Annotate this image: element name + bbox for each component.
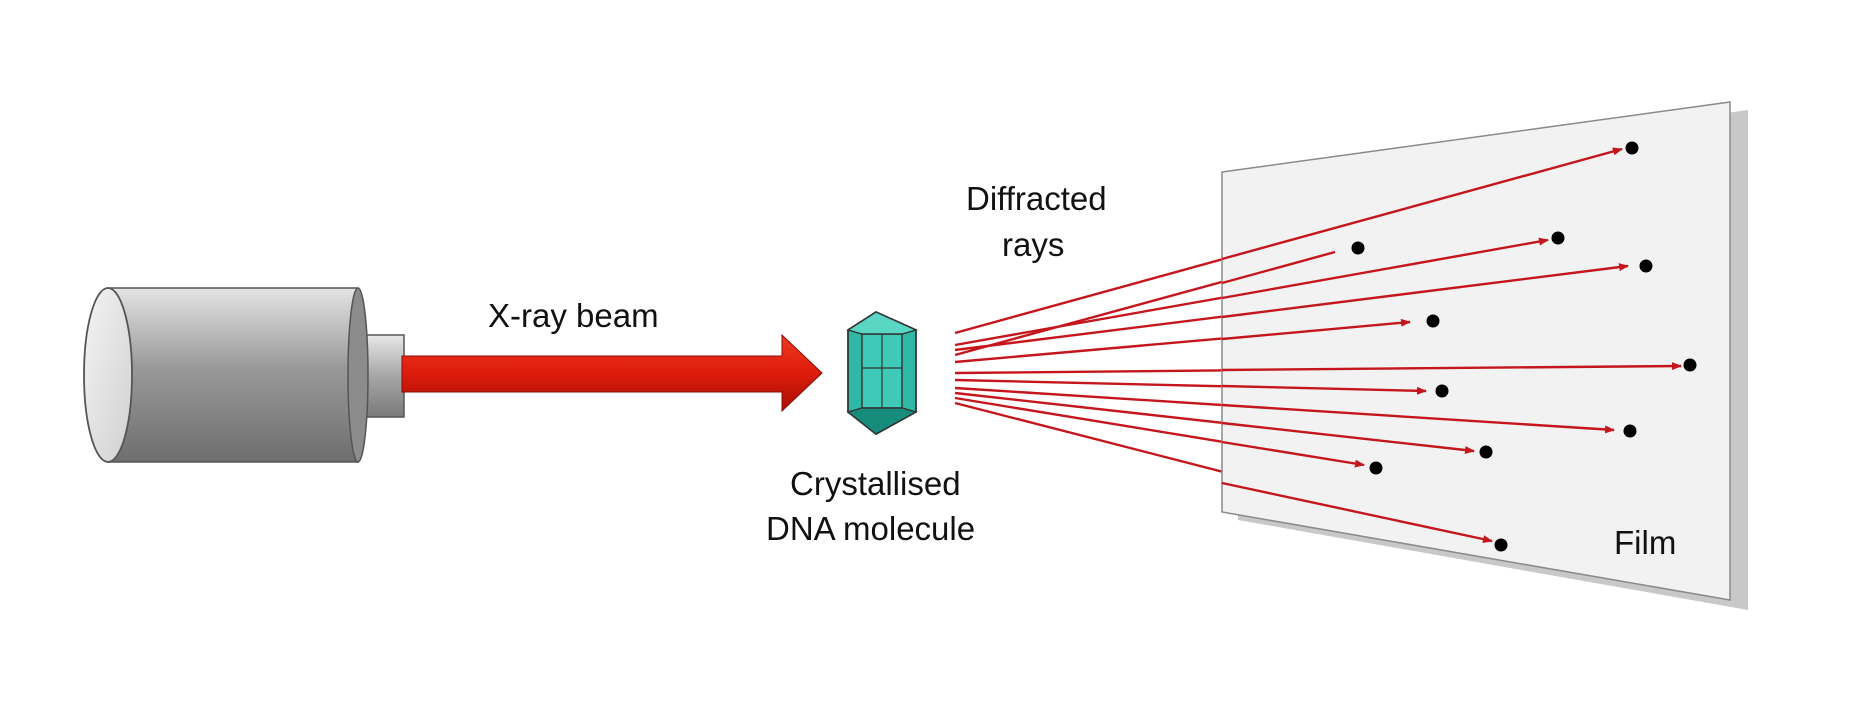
diffraction-spot [1479,445,1493,459]
crystal-label-line2: DNA molecule [766,510,975,547]
diffraction-spot [1426,314,1440,328]
diffraction-spot [1625,141,1639,155]
diffracted-label-line1: Diffracted [966,180,1107,217]
beam-label: X-ray beam [488,297,659,334]
ray-on-film [1221,250,1336,285]
crystal-bottom-facet [846,407,918,435]
ray-on-film [1221,481,1493,544]
crystal-label-line1: Crystallised [790,465,961,502]
ray-on-film [1221,403,1615,434]
xray-beam-arrow [401,333,823,413]
ray-on-film [1221,421,1475,454]
diffracted-label-line2: rays [1002,226,1064,263]
diffraction-spot [1435,384,1449,398]
film-plate [1221,101,1748,610]
tube-body-end [347,287,369,463]
rays-on-film [1221,147,1682,544]
tube-body [107,287,359,463]
ray-on-film [1221,263,1629,319]
ray-on-film [1221,318,1411,341]
beam-shape [401,333,823,413]
ray-on-film [1221,147,1623,261]
diffraction-spots [1351,141,1697,552]
ray-on-film [1221,362,1682,372]
ray-on-film [1221,237,1549,300]
crystal-top-facet [846,311,919,335]
diffraction-spot [1639,259,1653,273]
ray-on-film [1221,384,1427,395]
diffraction-spot [1683,358,1697,372]
film-sheet [1221,101,1731,601]
diffraction-spot [1351,241,1365,255]
diffraction-spot [1369,461,1383,475]
xray-tube [83,287,405,463]
film-label: Film [1614,524,1676,561]
ray-on-film [1221,440,1365,468]
diffraction-spot [1551,231,1565,245]
tube-face [83,287,133,463]
diffraction-spot [1494,538,1508,552]
diffraction-spot [1623,424,1637,438]
crystal-icon [846,310,919,436]
